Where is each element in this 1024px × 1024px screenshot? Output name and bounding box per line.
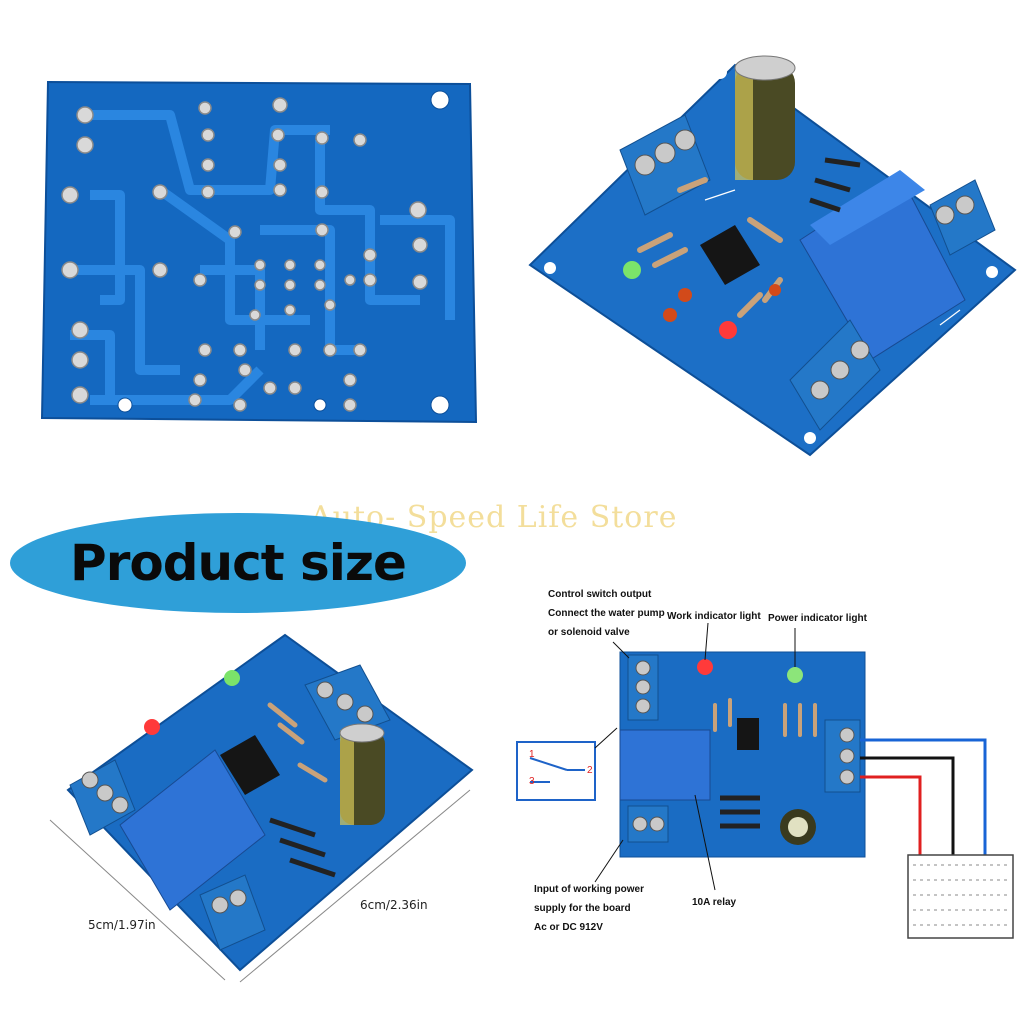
wire-blue bbox=[860, 738, 987, 895]
switch-symbol bbox=[516, 741, 596, 801]
switch-number-1: 1 bbox=[529, 749, 535, 760]
control-output-line-3: or solenoid valve bbox=[548, 627, 630, 638]
relay-dim-view bbox=[119, 749, 266, 911]
switch-number-2: 2 bbox=[587, 765, 593, 776]
relay-diagram bbox=[619, 729, 711, 801]
terminal-block-right bbox=[789, 179, 996, 431]
banner-title: Product size bbox=[70, 534, 407, 592]
electrolytic-capacitor bbox=[734, 55, 796, 180]
green-led bbox=[623, 261, 641, 279]
relay-top-view bbox=[799, 170, 966, 361]
input-power-line-1: Input of working power bbox=[534, 884, 644, 895]
wiring-diagram: 1 2 3 bbox=[516, 622, 1014, 939]
width-dimension-line bbox=[49, 819, 226, 981]
pcb-dimension-view bbox=[49, 633, 474, 983]
length-dimension-line bbox=[239, 789, 471, 983]
control-output-annotation: Control switch output Connect the water … bbox=[548, 585, 665, 642]
input-power-line-3: Ac or DC 912V bbox=[534, 922, 603, 933]
length-dimension-label: 6cm/2.36in bbox=[360, 898, 428, 912]
red-led bbox=[719, 321, 737, 339]
work-indicator-annotation: Work indicator light bbox=[667, 611, 761, 622]
product-size-banner: Product size bbox=[10, 513, 466, 613]
control-output-line-1: Control switch output bbox=[548, 589, 652, 600]
water-tank bbox=[907, 854, 1014, 939]
input-power-line-2: supply for the board bbox=[534, 903, 631, 914]
relay-annotation: 10A relay bbox=[692, 897, 737, 908]
power-indicator-annotation: Power indicator light bbox=[768, 613, 867, 624]
input-power-annotation: Input of working power supply for the bo… bbox=[534, 880, 644, 937]
switch-number-3: 3 bbox=[529, 776, 535, 787]
wire-red bbox=[860, 775, 922, 870]
pcb-top-view bbox=[528, 55, 1017, 457]
ic-chip bbox=[700, 225, 760, 285]
pcb-bottom-view bbox=[40, 80, 478, 424]
control-output-line-2: Connect the water pump bbox=[548, 608, 665, 619]
width-dimension-label: 5cm/1.97in bbox=[88, 918, 156, 932]
